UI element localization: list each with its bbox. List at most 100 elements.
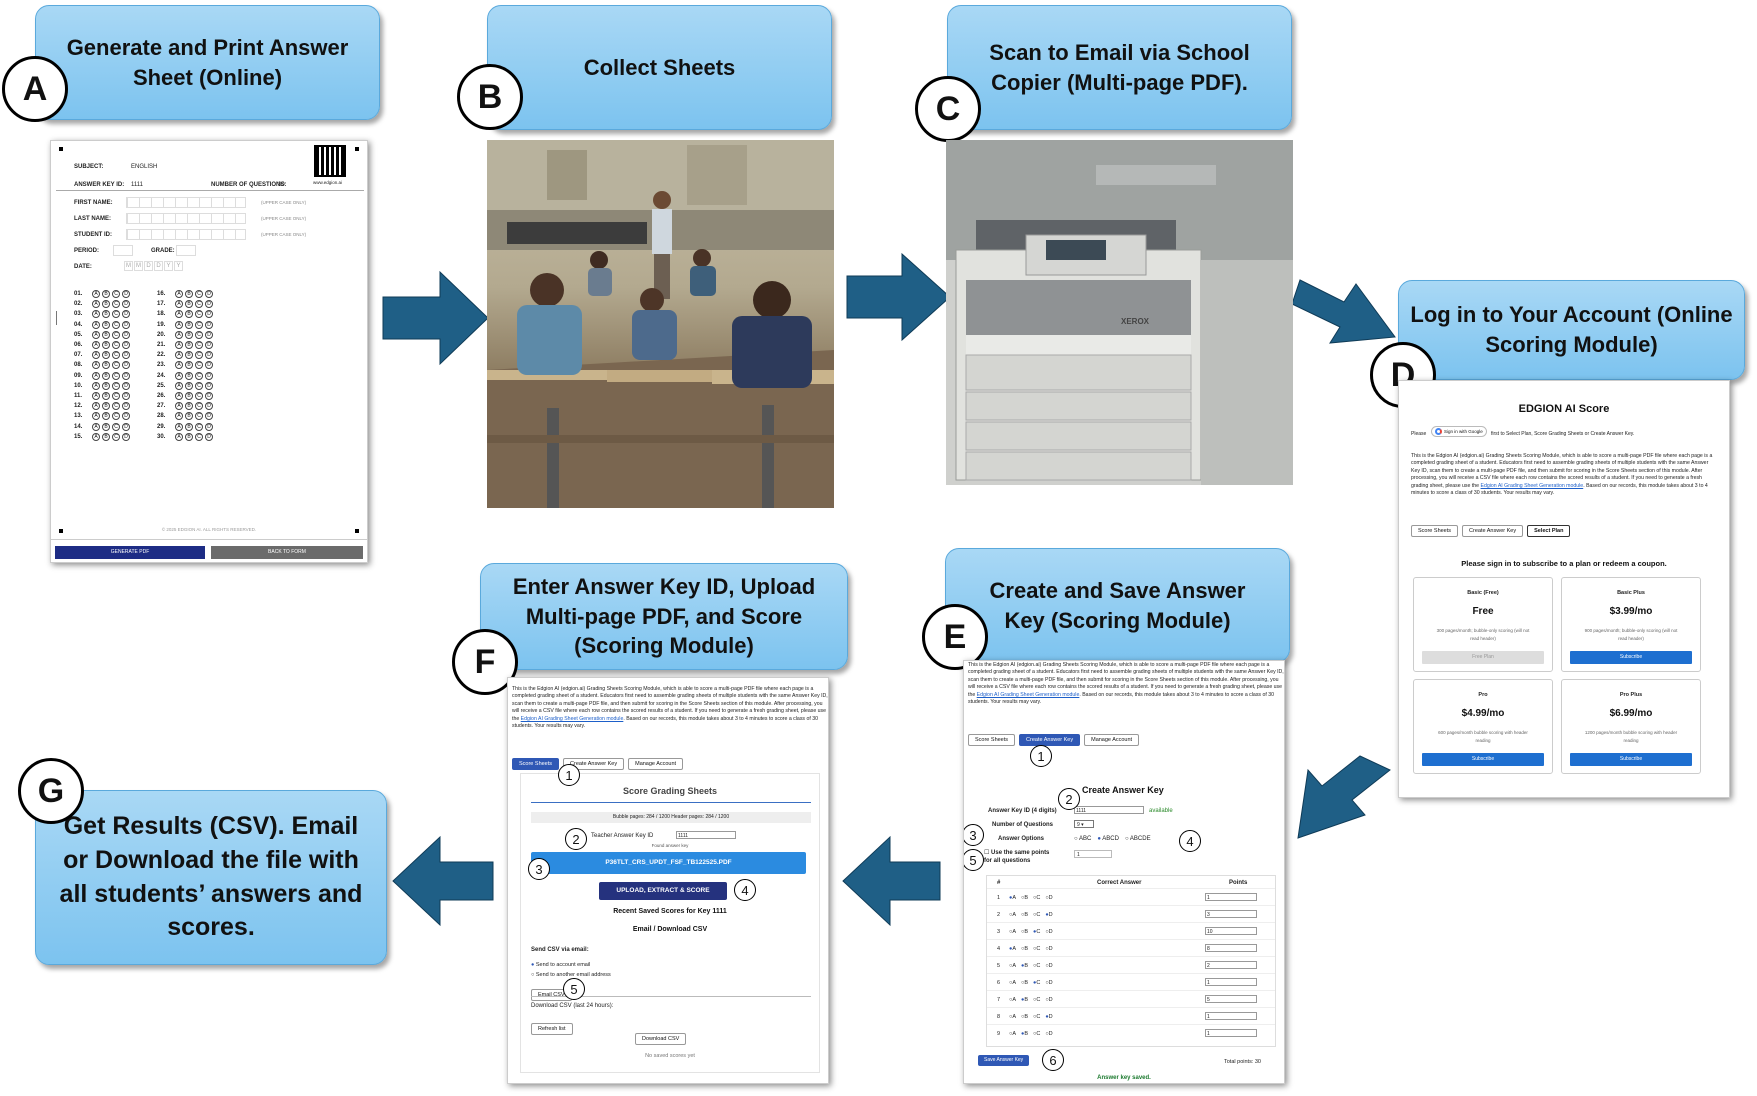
answer-radio-a[interactable]: ○A bbox=[1009, 979, 1016, 987]
answer-radio-d[interactable]: ●D bbox=[1045, 911, 1052, 919]
points-input[interactable]: 10 bbox=[1205, 927, 1257, 935]
grade-box bbox=[176, 245, 196, 256]
tab-score-sheets[interactable]: Score Sheets bbox=[512, 758, 560, 770]
radio-dot: ○ bbox=[1045, 895, 1049, 901]
pdf-file-picker[interactable]: P36TLT_CRS_UPDT_FSF_TB122525.PDF bbox=[531, 852, 806, 874]
answer-bubble: C bbox=[195, 310, 203, 319]
google-signin-button[interactable]: Sign in with Google bbox=[1431, 426, 1487, 437]
answer-radio-d[interactable]: ○D bbox=[1045, 979, 1052, 987]
free-plan-button[interactable]: Free Plan bbox=[1422, 651, 1544, 664]
answer-radio-d[interactable]: ○D bbox=[1045, 928, 1052, 936]
description-text: This is the Edgion AI (edgion.ai) Gradin… bbox=[1411, 453, 1713, 489]
generation-module-link[interactable]: Edgion AI Grading Sheet Generation modul… bbox=[520, 715, 624, 722]
download-csv-button[interactable]: Download CSV bbox=[635, 1033, 687, 1045]
answer-bubble: D bbox=[205, 320, 213, 329]
send-account-email-option[interactable]: ● Send to account email bbox=[531, 962, 591, 968]
answer-radio-c[interactable]: ○C bbox=[1033, 894, 1040, 902]
answer-radio-c[interactable]: ○C bbox=[1033, 911, 1040, 919]
answer-bubble: C bbox=[112, 290, 120, 299]
question-number: 06. bbox=[74, 342, 83, 349]
date-box: M bbox=[134, 261, 143, 271]
answer-radio-c[interactable]: ○C bbox=[1033, 962, 1040, 970]
tab-select-plan[interactable]: Select Plan bbox=[1527, 525, 1571, 537]
option-abcde[interactable]: ○ ABCDE bbox=[1124, 836, 1151, 842]
answer-radio-c[interactable]: ○C bbox=[1033, 945, 1040, 953]
answer-radio-b[interactable]: ○B bbox=[1021, 1013, 1028, 1021]
tab-manage-account[interactable]: Manage Account bbox=[1084, 734, 1140, 746]
answer-radio-b[interactable]: ○B bbox=[1021, 894, 1028, 902]
answer-radio-d[interactable]: ○D bbox=[1045, 945, 1052, 953]
answer-radio-c[interactable]: ○C bbox=[1033, 996, 1040, 1004]
upload-extract-score-button[interactable]: UPLOAD, EXTRACT & SCORE bbox=[599, 882, 727, 900]
arrow-e-to-f bbox=[842, 835, 941, 927]
tab-create-answer-key[interactable]: Create Answer Key bbox=[1462, 525, 1524, 537]
points-input[interactable]: 1 bbox=[1205, 978, 1257, 986]
tab-manage-account[interactable]: Manage Account bbox=[628, 758, 684, 770]
back-to-form-button[interactable]: BACK TO FORM bbox=[211, 546, 363, 559]
answer-radio-c[interactable]: ●C bbox=[1033, 928, 1040, 936]
points-input[interactable]: 3 bbox=[1205, 910, 1257, 918]
answer-radio-c[interactable]: ●C bbox=[1033, 979, 1040, 987]
step-e-letter: E bbox=[943, 617, 967, 656]
points-input[interactable]: 8 bbox=[1205, 944, 1257, 952]
key-id-input[interactable]: 1111 bbox=[1074, 806, 1144, 814]
subscribe-button[interactable]: Subscribe bbox=[1422, 753, 1544, 766]
answer-radio-a[interactable]: ○A bbox=[1009, 996, 1016, 1004]
answer-radio-d[interactable]: ●D bbox=[1045, 1013, 1052, 1021]
answer-radio-a[interactable]: ●A bbox=[1009, 894, 1016, 902]
generate-pdf-button[interactable]: GENERATE PDF bbox=[55, 546, 205, 559]
send-other-email-option[interactable]: ○ Send to another email address bbox=[531, 972, 611, 978]
answer-bubble: D bbox=[122, 341, 130, 350]
tab-create-answer-key[interactable]: Create Answer Key bbox=[1019, 734, 1081, 746]
radio-dot: ● bbox=[1021, 1031, 1025, 1037]
option-abc[interactable]: ○ ABC bbox=[1074, 836, 1092, 842]
same-points-input[interactable]: 1 bbox=[1074, 850, 1112, 858]
answer-radio-c[interactable]: ○C bbox=[1033, 1013, 1040, 1021]
answer-bubble: B bbox=[102, 300, 110, 309]
answer-radio-d[interactable]: ○D bbox=[1045, 962, 1052, 970]
answer-bubble: D bbox=[205, 371, 213, 380]
answer-radio-c[interactable]: ○C bbox=[1033, 1030, 1040, 1038]
answer-radio-a[interactable]: ○A bbox=[1009, 1030, 1016, 1038]
answer-radio-a[interactable]: ○A bbox=[1009, 928, 1016, 936]
answer-radio-b[interactable]: ○B bbox=[1021, 911, 1028, 919]
generation-module-link[interactable]: Edgion AI Grading Sheet Generation modul… bbox=[976, 691, 1080, 698]
generation-module-link[interactable]: Edgion AI Grading Sheet Generation modul… bbox=[1480, 482, 1584, 489]
student-id-label: STUDENT ID: bbox=[74, 232, 112, 238]
answer-radio-b[interactable]: ○B bbox=[1021, 928, 1028, 936]
answer-radio-d[interactable]: ○D bbox=[1045, 996, 1052, 1004]
tab-score-sheets[interactable]: Score Sheets bbox=[968, 734, 1016, 746]
answer-bubble: B bbox=[185, 412, 193, 421]
teacher-key-input[interactable]: 1111 bbox=[676, 831, 736, 839]
option-abcd[interactable]: ● ABCD bbox=[1097, 836, 1119, 842]
answer-bubble: D bbox=[122, 310, 130, 319]
refresh-list-button[interactable]: Refresh list bbox=[531, 1023, 573, 1035]
answer-radio-b[interactable]: ●B bbox=[1021, 962, 1028, 970]
subscribe-button[interactable]: Subscribe bbox=[1570, 651, 1692, 664]
step-c-letter: C bbox=[935, 89, 961, 128]
answer-radio-d[interactable]: ○D bbox=[1045, 894, 1052, 902]
answer-radio-a[interactable]: ○A bbox=[1009, 911, 1016, 919]
answer-radio-a[interactable]: ○A bbox=[1009, 962, 1016, 970]
answer-radio-a[interactable]: ○A bbox=[1009, 1013, 1016, 1021]
answer-radio-b[interactable]: ●B bbox=[1021, 1030, 1028, 1038]
save-answer-key-button[interactable]: Save Answer Key bbox=[978, 1055, 1030, 1066]
points-input[interactable]: 1 bbox=[1205, 1029, 1257, 1037]
points-input[interactable]: 1 bbox=[1205, 1012, 1257, 1020]
points-input[interactable]: 2 bbox=[1205, 961, 1257, 969]
answer-bubble: D bbox=[205, 330, 213, 339]
numq-select[interactable]: 9 ▾ bbox=[1074, 820, 1094, 828]
points-input[interactable]: 1 bbox=[1205, 893, 1257, 901]
answer-radio-a[interactable]: ●A bbox=[1009, 945, 1016, 953]
answer-radio-b[interactable]: ○B bbox=[1021, 945, 1028, 953]
answer-bubble: C bbox=[112, 341, 120, 350]
same-points-option[interactable]: ☐ Use the same points for all questions bbox=[984, 850, 1050, 864]
answer-radio-b[interactable]: ○B bbox=[1021, 979, 1028, 987]
tab-score-sheets[interactable]: Score Sheets bbox=[1411, 525, 1459, 537]
subscribe-button[interactable]: Subscribe bbox=[1570, 753, 1692, 766]
answer-radio-b[interactable]: ●B bbox=[1021, 996, 1028, 1004]
points-input[interactable]: 5 bbox=[1205, 995, 1257, 1003]
answer-radio-d[interactable]: ○D bbox=[1045, 1030, 1052, 1038]
